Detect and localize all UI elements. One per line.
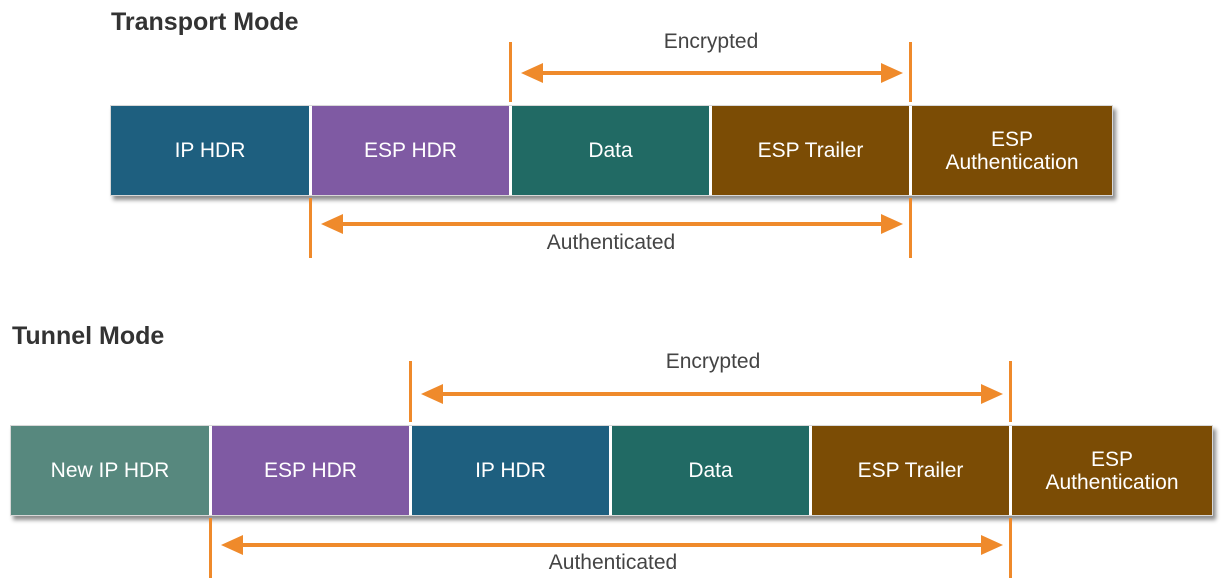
segment-label: IP HDR: [174, 139, 246, 162]
arrow-shaft: [335, 222, 889, 226]
segment-label: Data: [588, 139, 633, 162]
segment-label: ESP HDR: [364, 139, 457, 162]
segment-label: New IP HDR: [50, 459, 170, 482]
tunnel-authenticated-label: Authenticated: [548, 551, 678, 574]
tunnel-authenticated-end-marker: [1009, 518, 1012, 578]
transport-encrypted-arrow: [521, 61, 903, 85]
transport-segment-ip-hdr: IP HDR: [111, 106, 312, 195]
tunnel-packet: New IP HDR ESP HDR IP HDR Data ESP Trail…: [10, 425, 1213, 516]
tunnel-authenticated-start-marker: [209, 518, 212, 578]
tunnel-encrypted-start-marker: [409, 361, 412, 422]
transport-authenticated-arrow: [321, 212, 903, 236]
transport-authenticated-label: Authenticated: [546, 231, 676, 254]
transport-packet: IP HDR ESP HDR Data ESP Trailer ESP Auth…: [110, 105, 1113, 196]
arrow-left-head: [521, 63, 543, 83]
arrow-left-head: [221, 535, 243, 555]
arrow-right-head: [981, 535, 1003, 555]
arrow-left-head: [321, 214, 343, 234]
transport-encrypted-end-marker: [909, 42, 912, 102]
segment-label: IP HDR: [475, 459, 546, 482]
arrow-right-head: [881, 63, 903, 83]
segment-label: ESP Authentication: [1045, 447, 1179, 494]
arrow-right-head: [981, 384, 1003, 404]
transport-segment-esp-authentication: ESP Authentication: [912, 106, 1112, 195]
segment-label: Data: [688, 459, 733, 482]
segment-label: ESP Authentication: [945, 127, 1079, 174]
transport-segment-esp-trailer: ESP Trailer: [712, 106, 912, 195]
tunnel-encrypted-end-marker: [1009, 361, 1012, 422]
tunnel-segment-esp-authentication: ESP Authentication: [1012, 426, 1212, 515]
tunnel-authenticated-arrow: [221, 533, 1003, 557]
arrow-left-head: [421, 384, 443, 404]
arrow-shaft: [535, 71, 889, 75]
segment-label: ESP Trailer: [757, 139, 864, 162]
transport-mode-title: Transport Mode: [111, 8, 299, 36]
tunnel-segment-new-ip-hdr: New IP HDR: [11, 426, 212, 515]
transport-encrypted-start-marker: [509, 42, 512, 102]
arrow-right-head: [881, 214, 903, 234]
tunnel-encrypted-label: Encrypted: [665, 350, 761, 373]
tunnel-encrypted-arrow: [421, 382, 1003, 406]
transport-segment-data: Data: [512, 106, 712, 195]
tunnel-segment-data: Data: [612, 426, 812, 515]
transport-segment-esp-hdr: ESP HDR: [312, 106, 512, 195]
tunnel-segment-esp-trailer: ESP Trailer: [812, 426, 1012, 515]
segment-label: ESP HDR: [264, 459, 357, 482]
transport-encrypted-label: Encrypted: [663, 30, 759, 53]
transport-authenticated-end-marker: [909, 198, 912, 258]
segment-label: ESP Trailer: [857, 459, 964, 482]
arrow-shaft: [235, 543, 989, 547]
transport-authenticated-start-marker: [309, 198, 312, 258]
arrow-shaft: [435, 392, 989, 396]
tunnel-mode-title: Tunnel Mode: [12, 322, 165, 350]
tunnel-segment-ip-hdr: IP HDR: [412, 426, 612, 515]
tunnel-segment-esp-hdr: ESP HDR: [212, 426, 412, 515]
